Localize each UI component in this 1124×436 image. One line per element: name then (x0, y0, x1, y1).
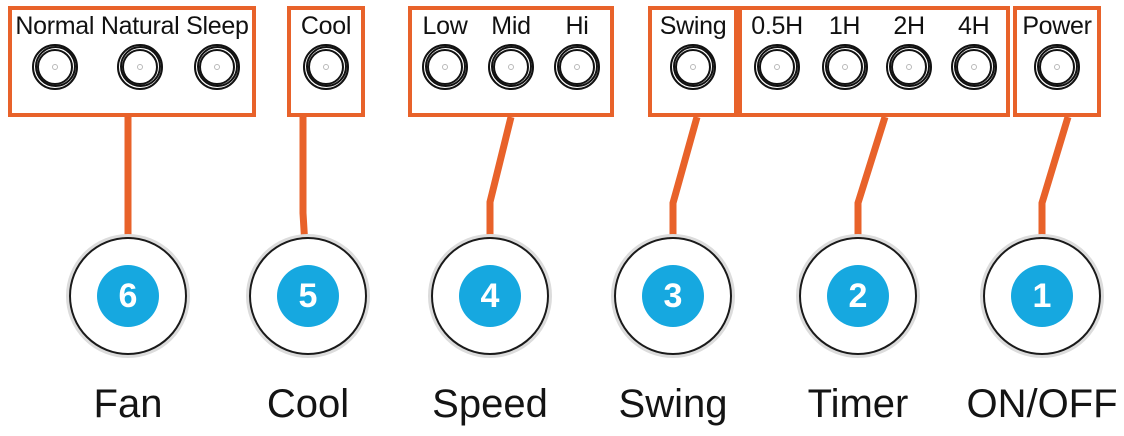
panel-button-label: Power (1022, 12, 1092, 40)
panel-button-label: 2H (893, 12, 925, 40)
button-halo (611, 234, 735, 358)
button-halo (428, 234, 552, 358)
button-halo (980, 234, 1104, 358)
panel-button-normal[interactable]: Normal (15, 13, 94, 90)
panel-button-timer-1h[interactable]: 1H (821, 12, 868, 90)
panel-button-swing[interactable]: Swing (660, 13, 727, 90)
panel-button-timer-2h[interactable]: 2H (886, 12, 933, 90)
callout-caption-swing: Swing (618, 382, 728, 426)
callout-badge: 3 (642, 265, 704, 327)
knob-icon (886, 44, 933, 90)
panel-group-power: Power (1013, 6, 1101, 117)
callout-caption-cool: Cool (266, 382, 350, 426)
callout-button-fan[interactable]: 6 (66, 234, 190, 358)
panel-button-hi[interactable]: Hi (554, 13, 600, 90)
panel-group-timer: 0.5H 1H 2H 4H (738, 6, 1010, 117)
panel-button-natural[interactable]: Natural (101, 13, 180, 90)
knob-icon (31, 44, 78, 90)
knob-icon (194, 44, 241, 90)
callout-caption-onoff: ON/OFF (966, 382, 1118, 426)
panel-button-label: Swing (659, 12, 727, 40)
knob-icon (950, 44, 997, 90)
panel-button-label: Sleep (186, 12, 249, 40)
knob-icon (1034, 44, 1080, 90)
knob-icon (488, 44, 534, 90)
callout-button-cool[interactable]: 5 (246, 234, 370, 358)
knob-icon (670, 44, 716, 90)
knob-icon (754, 44, 801, 90)
button-halo (66, 234, 190, 358)
callout-button-speed[interactable]: 4 (428, 234, 552, 358)
panel-button-timer-4h[interactable]: 4H (950, 12, 997, 90)
panel-button-label: Cool (300, 12, 352, 40)
panel-button-sleep[interactable]: Sleep (186, 12, 249, 90)
callout-button-timer[interactable]: 2 (796, 234, 920, 358)
panel-button-label: 0.5H (751, 12, 803, 40)
callout-badge: 4 (459, 265, 521, 327)
panel-button-cool[interactable]: Cool (301, 13, 351, 90)
panel-button-label: Low (422, 12, 468, 40)
panel-button-power[interactable]: Power (1022, 12, 1092, 90)
callout-badge: 5 (277, 265, 339, 327)
knob-icon (422, 44, 468, 90)
panel-button-label: Natural (100, 12, 180, 40)
button-halo (796, 234, 920, 358)
panel-button-timer-0-5h[interactable]: 0.5H (751, 13, 803, 90)
knob-icon (554, 44, 600, 90)
panel-group-swing: Swing (648, 6, 738, 117)
callout-badge: 2 (827, 265, 889, 327)
callout-badge: 1 (1011, 265, 1073, 327)
callout-caption-timer: Timer (807, 382, 909, 426)
panel-button-label: Normal (15, 12, 95, 40)
panel-group-cool: Cool (287, 6, 365, 117)
knob-icon (821, 44, 868, 90)
panel-button-label: Mid (491, 12, 531, 40)
knob-icon (303, 44, 349, 90)
panel-button-mid[interactable]: Mid (488, 13, 534, 90)
button-halo (246, 234, 370, 358)
callout-button-swing[interactable]: 3 (611, 234, 735, 358)
panel-button-label: 4H (958, 12, 990, 40)
panel-group-speed: Low Mid Hi (408, 6, 614, 117)
panel-button-label: Hi (565, 12, 589, 40)
panel-group-fan: Normal Natural Sleep (8, 6, 256, 117)
callout-button-onoff[interactable]: 1 (980, 234, 1104, 358)
callout-caption-speed: Speed (432, 382, 548, 426)
callout-caption-fan: Fan (93, 382, 163, 426)
panel-button-low[interactable]: Low (422, 13, 468, 90)
knob-icon (117, 44, 164, 90)
panel-button-label: 1H (828, 12, 861, 40)
callout-badge: 6 (97, 265, 159, 327)
